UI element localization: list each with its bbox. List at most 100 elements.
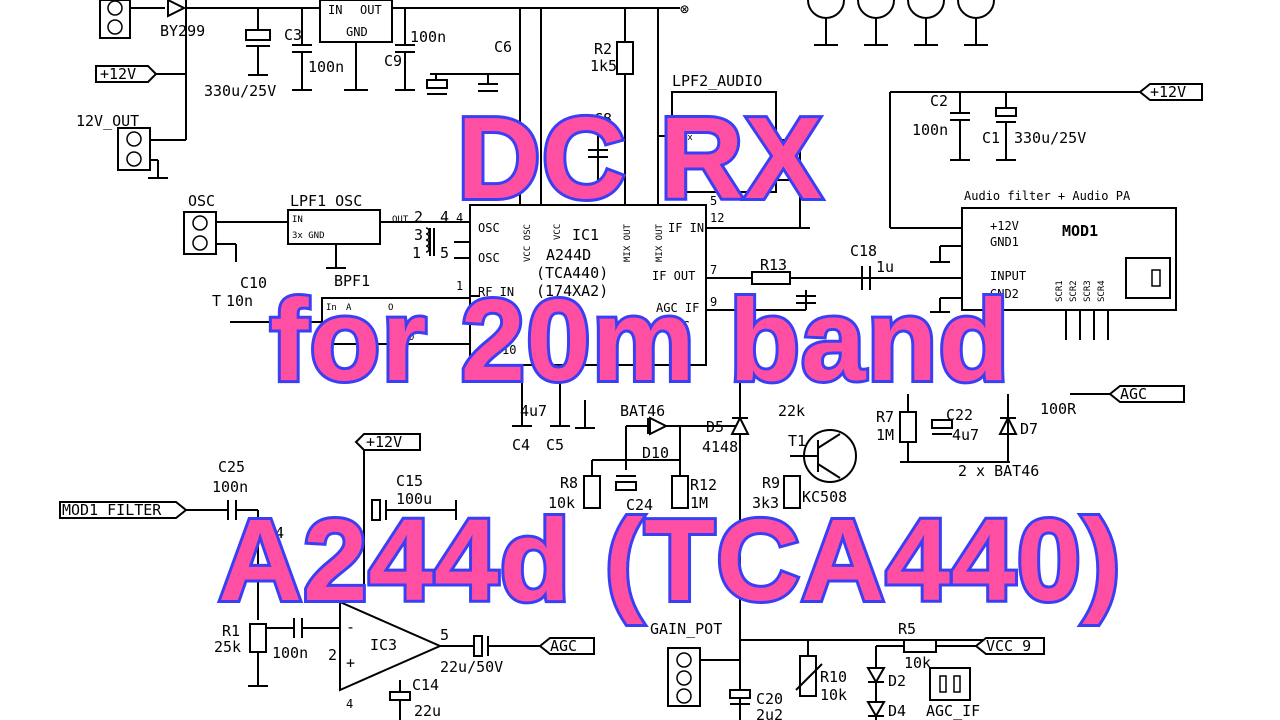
ic1-pin-osc1: OSC <box>478 221 500 235</box>
ic1-pin-osc2: OSC <box>478 251 500 265</box>
top-right-meters <box>807 0 995 46</box>
net-vcc9: VCC_9 <box>986 637 1031 655</box>
bat46-top-label: BAT46 <box>620 402 665 420</box>
d4-label: D4 <box>888 702 906 720</box>
conn-gain-pot-label: GAIN_POT <box>650 620 722 638</box>
ic3-pin5: 5 <box>440 626 449 644</box>
c9-label: C9 <box>384 52 402 70</box>
c22-label: C22 <box>946 406 973 424</box>
c10-label: C10 <box>240 274 267 292</box>
d2-label: D2 <box>888 672 906 690</box>
r12-value: 1M <box>690 494 708 512</box>
net-agc-a: AGC <box>1120 385 1147 403</box>
reg-out-label: OUT <box>360 3 382 17</box>
r2-value: 1k5 <box>590 57 617 75</box>
lpf1-pin1: 1 <box>412 244 421 262</box>
d5-value: 4148 <box>702 438 738 456</box>
diode-by299-label: BY299 <box>160 22 205 40</box>
ic3-pin4: 4 <box>346 697 353 711</box>
r9-value: 3k3 <box>752 494 779 512</box>
net-12v-b: +12V <box>1150 83 1186 101</box>
lpf2-label: LPF2_AUDIO <box>672 72 762 90</box>
mod1-block: Audio filter + Audio PA +12V GND1 INPUT … <box>930 189 1177 340</box>
c5-label: C5 <box>546 436 564 454</box>
nc-mark-top: ⊗ <box>680 0 689 18</box>
r22k-label: 22k <box>778 402 805 420</box>
c24-label: C24 <box>626 496 653 514</box>
ic1-part: A244D <box>546 246 591 264</box>
c100n-value: 100n <box>272 644 308 662</box>
c3-label: C3 <box>284 26 302 44</box>
ic1-name: IC1 <box>572 226 599 244</box>
gain-pot-section: GAIN_POT C20 2u2 R10 10k D2 D4 R5 10k VC… <box>650 620 1045 720</box>
lpf1-pin4: 4 <box>440 208 449 226</box>
r1-value: 25k <box>214 638 241 656</box>
c14-value: 22u <box>414 702 441 720</box>
c18-label: C18 <box>850 242 877 260</box>
ic3-name: IC3 <box>370 636 397 654</box>
c15-value: 100u <box>396 490 432 508</box>
conn-osc-label: OSC <box>188 192 215 210</box>
lpf1-pin5: 5 <box>440 244 449 262</box>
c1-value: 330u/25V <box>1014 129 1086 147</box>
r9-label: R9 <box>762 474 780 492</box>
lpf1-gnd: 3x GND <box>292 231 325 241</box>
ic1-pin-mix-out2: MIX OUT <box>655 223 665 262</box>
c8-label: C8 <box>594 110 612 128</box>
bpf1-label: BPF1 <box>334 272 370 290</box>
ic3-plus: + <box>346 654 355 672</box>
ic1-pin-vcc: VCC <box>553 224 563 240</box>
r10-value: 10k <box>820 686 847 704</box>
r4-label: R4 <box>266 524 284 542</box>
ic1-n7: 7 <box>710 263 717 277</box>
r5-value: 10k <box>904 654 931 672</box>
c4-value: 4u7 <box>520 402 547 420</box>
lpf1-pin3: 3 <box>414 226 423 244</box>
r2-label: R2 <box>594 40 612 58</box>
d7-label: D7 <box>1020 420 1038 438</box>
mod1-supply-section: +12V C2 100n C1 330u/25V <box>889 83 1203 229</box>
lpf1-out: OUT <box>392 215 409 225</box>
ic1-pin-rf-in: RF IN <box>478 285 514 299</box>
c15-label: C15 <box>396 472 423 490</box>
r7-label: R7 <box>876 408 894 426</box>
bat46x2-label: 2 x BAT46 <box>958 462 1039 480</box>
ic3-minus: - <box>346 618 355 636</box>
r7-value: 1M <box>876 426 894 444</box>
r8-value: 10k <box>548 494 575 512</box>
d5-label: D5 <box>706 418 724 436</box>
r12-label: R12 <box>690 476 717 494</box>
ic1-pin-if-in: IF IN <box>668 221 704 235</box>
r4-value: 22 <box>266 542 284 560</box>
c10-value: 10n <box>226 292 253 310</box>
bpf1-in: In <box>326 303 337 313</box>
t-label: T <box>212 292 221 310</box>
c4-label: C4 <box>512 436 530 454</box>
mod1-gnd2: GND2 <box>990 287 1019 301</box>
c6-label: C6 <box>494 38 512 56</box>
r8-label: R8 <box>560 474 578 492</box>
ic3-block: +12V C25 100n MOD1_FILTER C15 100u R4 22… <box>59 433 595 720</box>
r1-label: R1 <box>222 622 240 640</box>
reg-gnd-label: GND <box>346 25 368 39</box>
conn-agc-if-label: AGC_IF <box>926 702 980 720</box>
mod1-input: INPUT <box>990 269 1026 283</box>
bpf1-o: O <box>388 303 393 313</box>
r13-label: R13 <box>760 256 787 274</box>
c22u-value: 22u/50V <box>440 658 503 676</box>
ic1-supply-section: R2 1k5 C6 C8 LPF2_AUDIO 3x ⊗ <box>426 0 810 229</box>
ic1-pin-if-out: IF OUT <box>652 269 695 283</box>
ic1-n9: 9 <box>710 295 717 309</box>
r5-label: R5 <box>898 620 916 638</box>
r10-label: R10 <box>820 668 847 686</box>
c18-value: 1u <box>876 258 894 276</box>
mod1-scr1: SCR1 <box>1055 280 1065 302</box>
bpf1-gnd: GND <box>398 333 414 343</box>
c25-value: 100n <box>212 478 248 496</box>
power-input-section: BY299 IN OUT GND C3 100n C9 100n 330u/25… <box>76 0 680 179</box>
title-line-3: A244d (TCA440) <box>215 495 1124 625</box>
detector-agc-section: AGC 100R 22k 4u7 C4 C5 BAT46 D10 C24 R8 … <box>512 380 1185 720</box>
c7-value: 330u/25V <box>204 82 276 100</box>
lpf1-in: IN <box>292 215 303 225</box>
